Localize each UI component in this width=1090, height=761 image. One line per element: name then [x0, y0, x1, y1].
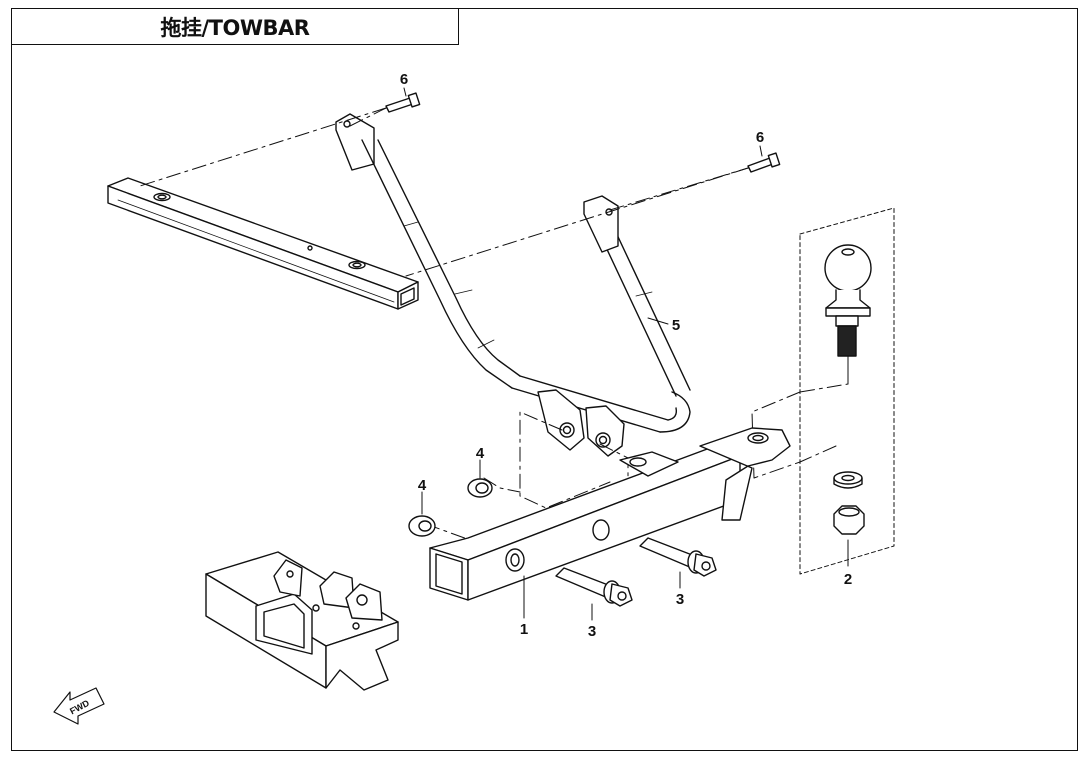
bushing-4-upper [467, 459, 493, 498]
bolt-6-right [747, 145, 781, 173]
callout-4-upper: 4 [476, 445, 485, 462]
callout-2: 2 [844, 571, 852, 588]
forward-arrow-icon [53, 687, 105, 725]
callout-6-left: 6 [400, 71, 408, 88]
support-bracket-5 [335, 113, 691, 457]
diagram-frame [11, 8, 1078, 751]
bolt-3-upper [639, 537, 717, 589]
upper-frame-tube [107, 177, 419, 310]
bolt-3-lower [555, 567, 633, 621]
callout-5: 5 [672, 317, 680, 334]
callout-3-lower: 3 [588, 623, 596, 640]
callout-1: 1 [520, 621, 528, 638]
rear-frame-bracket [205, 551, 399, 691]
bushing-4-lower [408, 491, 436, 537]
hitch-ball-kit-2 [799, 207, 895, 575]
diagram-title: 拖挂/TOWBAR [11, 8, 459, 45]
callout-6-right: 6 [756, 129, 764, 146]
bolt-6-left [385, 87, 421, 113]
callout-3-upper: 3 [676, 591, 684, 608]
callout-4-lower: 4 [418, 477, 427, 494]
towbar-tube-1 [429, 427, 791, 619]
